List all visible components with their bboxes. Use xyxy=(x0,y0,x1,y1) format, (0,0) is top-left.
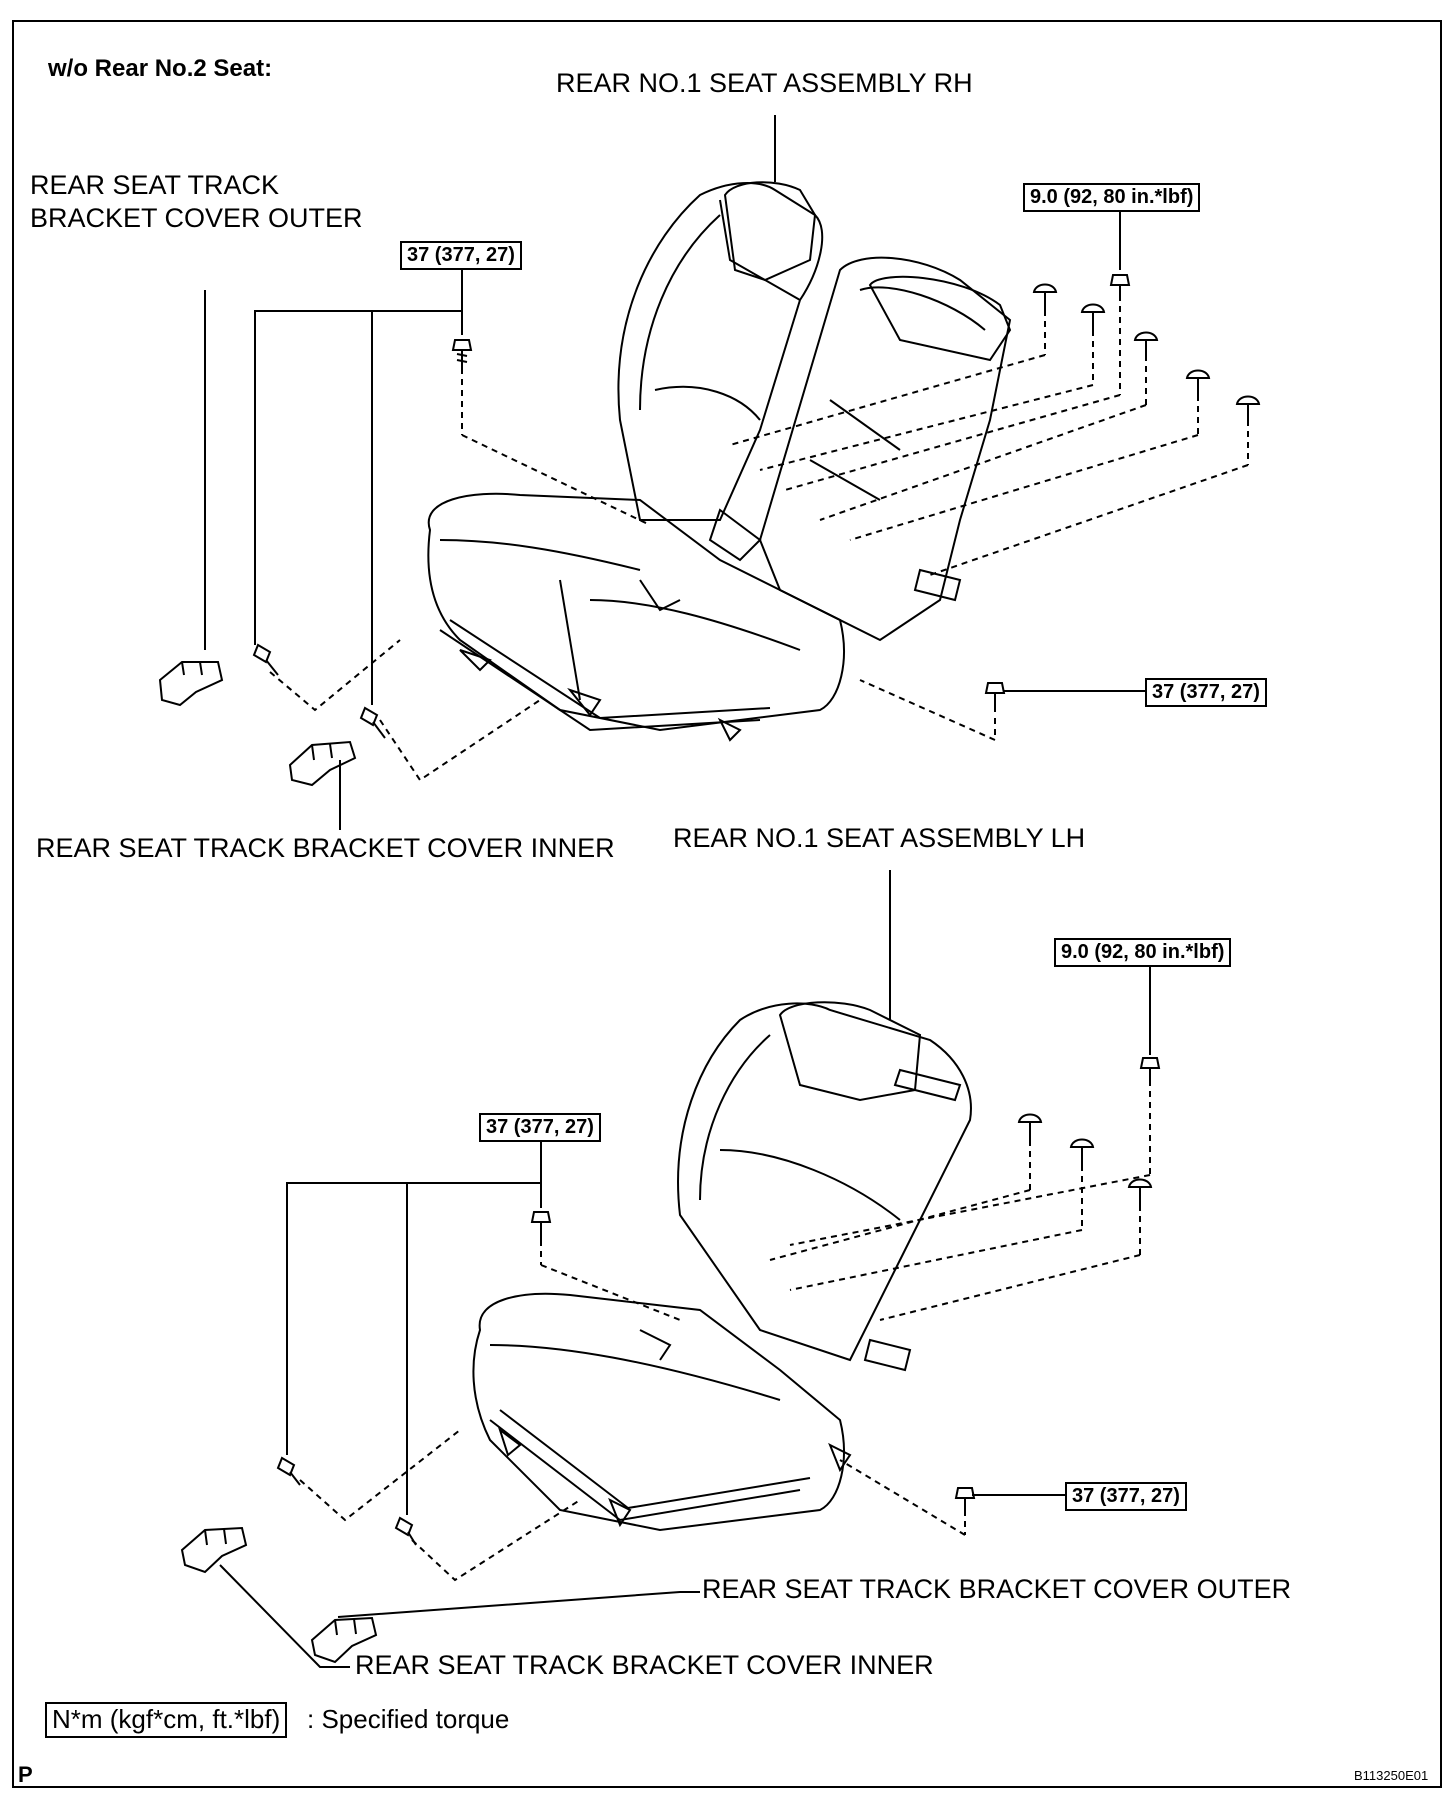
cover-inner-label-top: REAR SEAT TRACK BRACKET COVER INNER xyxy=(36,833,615,863)
bolt-icon xyxy=(394,1516,417,1546)
rh-fasteners xyxy=(252,274,1261,739)
clip-icon xyxy=(1032,283,1058,310)
torque-box-37-lh-left: 37 (377, 27) xyxy=(479,1113,601,1142)
clip-icon xyxy=(1185,369,1211,395)
torque-box-37-rh-left: 37 (377, 27) xyxy=(400,241,522,270)
bolt-icon xyxy=(1109,274,1131,300)
clip-icon xyxy=(1080,303,1106,330)
rh-seat-illustration xyxy=(427,181,1012,742)
cover-inner-icon xyxy=(180,1526,248,1574)
rh-leader-lines xyxy=(204,115,1145,830)
bolt-icon xyxy=(530,1211,552,1240)
lh-seat-illustration xyxy=(472,1001,972,1532)
clip-icon xyxy=(1127,1178,1153,1205)
bolt-icon xyxy=(359,706,386,739)
lh-fasteners xyxy=(276,1057,1161,1546)
cover-outer-label-top-2: BRACKET COVER OUTER xyxy=(30,203,363,233)
diagram-heading: w/o Rear No.2 Seat: xyxy=(48,55,273,82)
cover-outer-icon xyxy=(310,1616,378,1664)
torque-box-37-lh-right: 37 (377, 27) xyxy=(1065,1482,1187,1511)
cover-outer-label-top-1: REAR SEAT TRACK xyxy=(30,170,280,200)
bolt-icon xyxy=(276,1456,301,1486)
bolt-icon xyxy=(954,1487,976,1512)
torque-box-9-rh: 9.0 (92, 80 in.*lbf) xyxy=(1023,183,1201,212)
cover-inner-icon xyxy=(288,740,357,787)
bolt-icon xyxy=(984,682,1006,712)
figure-code: B113250E01 xyxy=(1354,1768,1429,1783)
lh-dashed-guides xyxy=(299,1080,1151,1582)
lh-seat-label: REAR NO.1 SEAT ASSEMBLY LH xyxy=(673,823,1086,853)
legend-description: : Specified torque xyxy=(307,1704,510,1734)
rh-seat-label: REAR NO.1 SEAT ASSEMBLY RH xyxy=(556,68,973,98)
lh-leader-lines xyxy=(219,870,1151,1668)
bolt-icon xyxy=(252,643,279,676)
torque-box-37-rh-right: 37 (377, 27) xyxy=(1145,678,1267,707)
footer-left-mark: P xyxy=(18,1762,33,1787)
cover-outer-label-bottom: REAR SEAT TRACK BRACKET COVER OUTER xyxy=(702,1574,1292,1604)
cover-inner-label-bottom: REAR SEAT TRACK BRACKET COVER INNER xyxy=(355,1650,934,1680)
bolt-icon xyxy=(451,339,473,368)
cover-outer-icon xyxy=(158,661,224,707)
clip-icon xyxy=(1133,331,1159,355)
clip-icon xyxy=(1017,1113,1043,1140)
rh-dashed-guides xyxy=(269,295,1249,782)
legend-unit-box: N*m (kgf*cm, ft.*lbf) xyxy=(45,1702,288,1738)
clip-icon xyxy=(1069,1138,1095,1165)
torque-box-9-lh: 9.0 (92, 80 in.*lbf) xyxy=(1054,938,1232,967)
rh-bracket-covers xyxy=(158,661,357,787)
clip-icon xyxy=(1235,395,1261,420)
bolt-icon xyxy=(1139,1057,1161,1082)
diagram-frame xyxy=(12,20,1442,1788)
lh-bracket-covers xyxy=(180,1526,378,1664)
